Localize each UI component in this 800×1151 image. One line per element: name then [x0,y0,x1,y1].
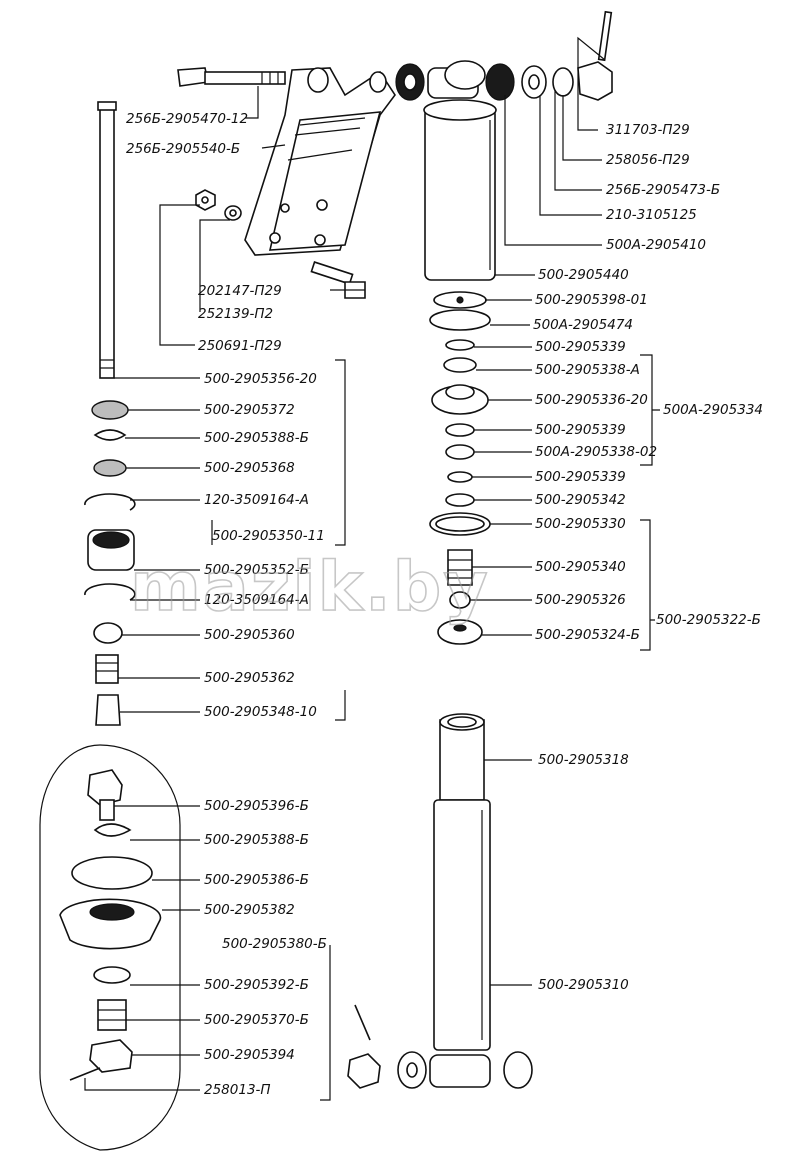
watermark-text: mazik.by [130,548,490,627]
shock-absorber-upper [395,10,613,645]
label-part: 256Б-2905473-Б [606,182,720,198]
label-part: 500-2905360 [204,627,295,643]
label-part: 500-2905338-А [535,362,640,378]
rod-valve-assembly [84,101,136,726]
label-part: 500-2905362 [204,670,295,686]
label-part: 256Б-2905470-12 [126,111,248,127]
label-part: 120-3509164-А [204,592,309,608]
label-part: 202147-П29 [198,283,282,299]
label-part: 500-2905352-Б [204,562,309,578]
label-part: 500-2905336-20 [535,392,648,408]
label-part: 500-2905318 [538,752,629,768]
label-part: 500-2905326 [535,592,626,608]
disc-valve-detail [39,744,181,1151]
label-part: 256Б-2905540-Б [126,141,240,157]
leader-lines [84,36,660,1101]
label-part: 500-2905380-Б [222,936,327,952]
label-part: 500А-2905334 [663,402,763,418]
label-part: 252139-П2 [198,306,273,322]
label-part: 500-2905368 [204,460,295,476]
label-part: 500-2905370-Б [204,1012,309,1028]
part-labels: 256Б-2905470-12 256Б-2905540-Б 202147-П2… [126,111,763,1098]
label-part: 500-2905394 [204,1047,295,1063]
label-part: 258013-П [204,1082,271,1098]
label-part: 120-3509164-А [204,492,309,508]
label-part: 500-2905372 [204,402,295,418]
label-part: 500-2905386-Б [204,872,309,888]
label-part: 500-2905348-10 [204,704,317,720]
label-part: 500-2905356-20 [204,371,317,387]
label-part: 500-2905388-Б [204,430,309,446]
label-part: 500-2905382 [204,902,295,918]
bracket-assembly [177,67,396,299]
label-part: 500-2905322-Б [656,612,761,628]
label-part: 500-2905342 [535,492,626,508]
label-part: 500-2905310 [538,977,629,993]
label-part: 500-2905388-Б [204,832,309,848]
label-part: 500-2905339 [535,339,626,355]
label-part: 500-2905396-Б [204,798,309,814]
label-part: 500-2905339 [535,422,626,438]
label-part: 210-3105125 [606,207,697,223]
label-part: 500-2905440 [538,267,629,283]
label-part: 500-2905339 [535,469,626,485]
label-part: 258056-П29 [606,152,690,168]
label-part: 500А-2905338-02 [535,444,657,460]
label-part: 500-2905340 [535,559,626,575]
shock-absorber-lower [347,713,533,1089]
label-part: 500А-2905410 [606,237,706,253]
label-part: 500-2905350-11 [212,528,325,544]
label-part: 500-2905330 [535,516,626,532]
label-part: 311703-П29 [606,122,690,138]
label-part: 250691-П29 [198,338,282,354]
label-part: 500А-2905474 [533,317,633,333]
label-part: 500-2905324-Б [535,627,640,643]
label-part: 500-2905398-01 [535,292,648,308]
label-part: 500-2905392-Б [204,977,309,993]
